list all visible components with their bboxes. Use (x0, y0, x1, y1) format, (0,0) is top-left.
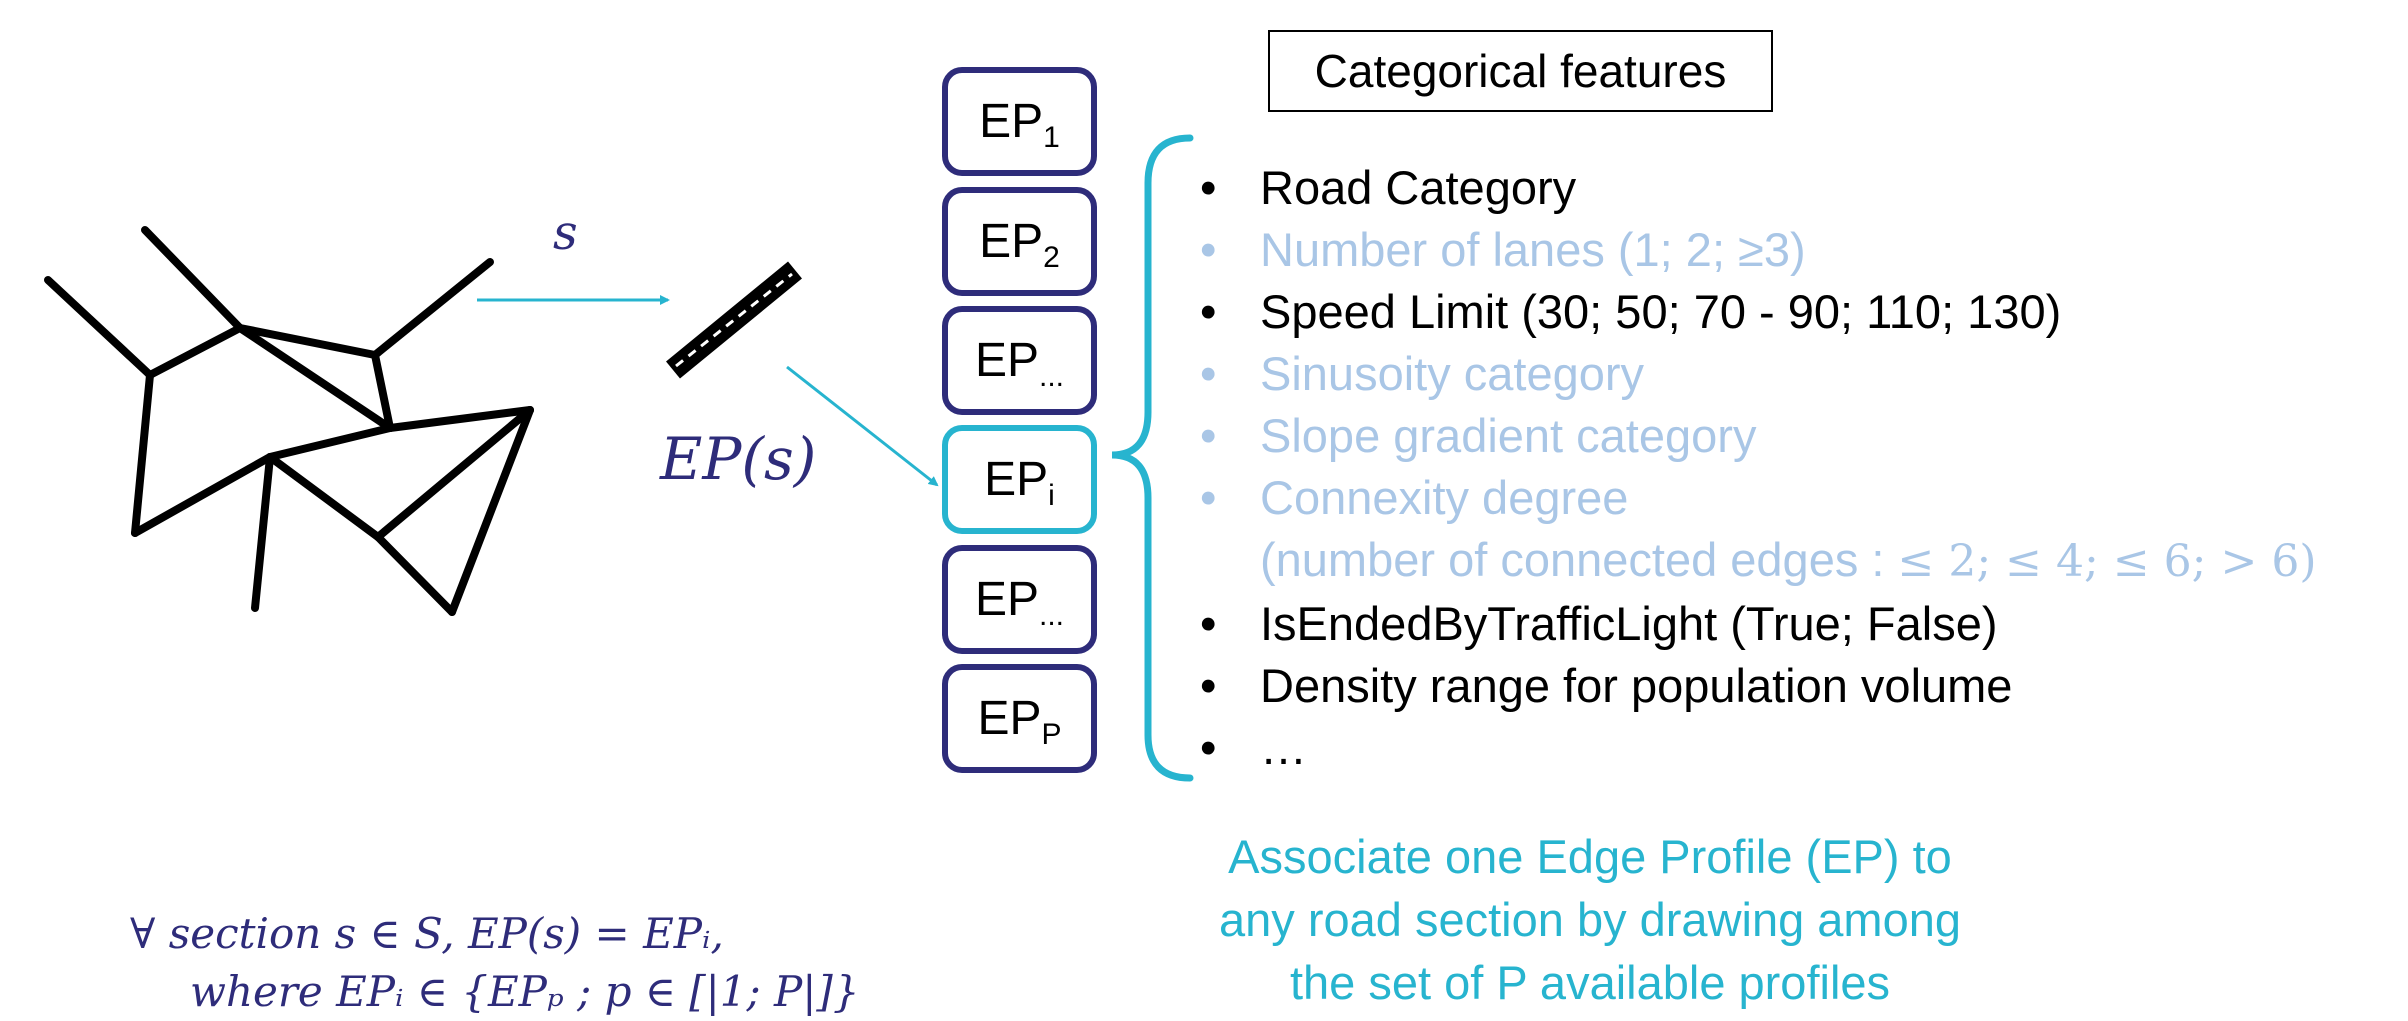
feature-brace (1111, 134, 1194, 782)
feature-item: IsEndedByTrafficLight (True; False) (1200, 593, 2317, 655)
profile-box-1: EP1 (942, 67, 1097, 176)
road-network-graph (44, 226, 534, 616)
profile-box-i: EPi (942, 425, 1097, 534)
profile-box-ellipsis-lower: EP... (942, 545, 1097, 654)
formula-line-2: where EPᵢ ∈ {EPₚ ; p ∈ [|1; P|]} (190, 967, 860, 1016)
profile-box-label: EP... (974, 334, 1065, 393)
feature-item: Road Category (1200, 157, 2317, 219)
profile-box-p: EPP (942, 664, 1097, 773)
profile-box-label: EPi (984, 453, 1055, 512)
road-section-icon (666, 261, 802, 379)
features-title: Categorical features (1268, 30, 1773, 112)
assignment-formula: ∀ section s ∈ S, EP(s) = EPᵢ, where EPᵢ … (130, 905, 930, 1021)
feature-item: … (1200, 717, 2317, 779)
feature-item: Speed Limit (30; 50; 70 - 90; 110; 130) (1200, 281, 2317, 343)
feature-item-detail: (number of connected edges : ≤ 2; ≤ 4; ≤… (1260, 533, 2317, 587)
profile-box-label: EP2 (979, 215, 1060, 274)
feature-item: Connexity degree(number of connected edg… (1200, 467, 2317, 593)
feature-item: Slope gradient category (1200, 405, 2317, 467)
formula-line-1: ∀ section s ∈ S, EP(s) = EPᵢ, (130, 909, 724, 958)
edge-profile-label: EP(s) (660, 425, 817, 493)
profile-box-label: EPP (977, 692, 1062, 751)
profile-box-label: EP1 (979, 95, 1060, 154)
feature-item: Number of lanes (1; 2; ≥3) (1200, 219, 2317, 281)
section-label: s (553, 205, 578, 261)
profile-box-2: EP2 (942, 187, 1097, 296)
arrow-to-profile (786, 365, 939, 487)
profile-box-ellipsis-upper: EP... (942, 306, 1097, 415)
profile-box-label: EP... (974, 573, 1065, 632)
feature-item: Sinusoity category (1200, 343, 2317, 405)
feature-list: Road Category Number of lanes (1; 2; ≥3)… (1200, 157, 2317, 779)
caption: Associate one Edge Profile (EP) to any r… (1219, 830, 1961, 1009)
feature-item: Density range for population volume (1200, 655, 2317, 717)
